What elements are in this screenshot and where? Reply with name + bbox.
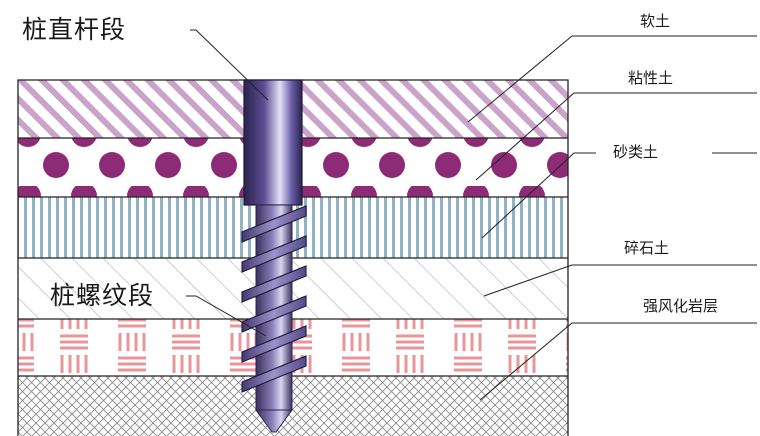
pile: [241, 79, 307, 433]
bedrock-layer: [18, 376, 568, 436]
leader-sand-left: [481, 152, 596, 239]
leader-weathered-rock: [479, 322, 757, 401]
pile-straight-section: [243, 79, 303, 206]
leader-clay: [475, 92, 757, 181]
layer-boundaries: [17, 79, 569, 436]
leader-gravel: [483, 264, 757, 297]
label-sand: 砂类土: [613, 143, 659, 161]
label-gravel: 碎石土: [624, 239, 670, 257]
label-soft-soil: 软土: [640, 12, 671, 30]
label-clay: 粘性土: [628, 69, 674, 87]
leader-straight-section: [190, 29, 269, 101]
leader-soft-soil: [467, 35, 757, 123]
label-weathered-rock: 强风化岩层: [643, 297, 719, 315]
pile-thread-section: [241, 204, 307, 433]
leader-thread-section: [186, 295, 267, 337]
label-straight-section: 桩直杆段: [22, 15, 127, 44]
leader-lines: [186, 29, 757, 401]
label-thread-section: 桩螺纹段: [50, 281, 155, 310]
